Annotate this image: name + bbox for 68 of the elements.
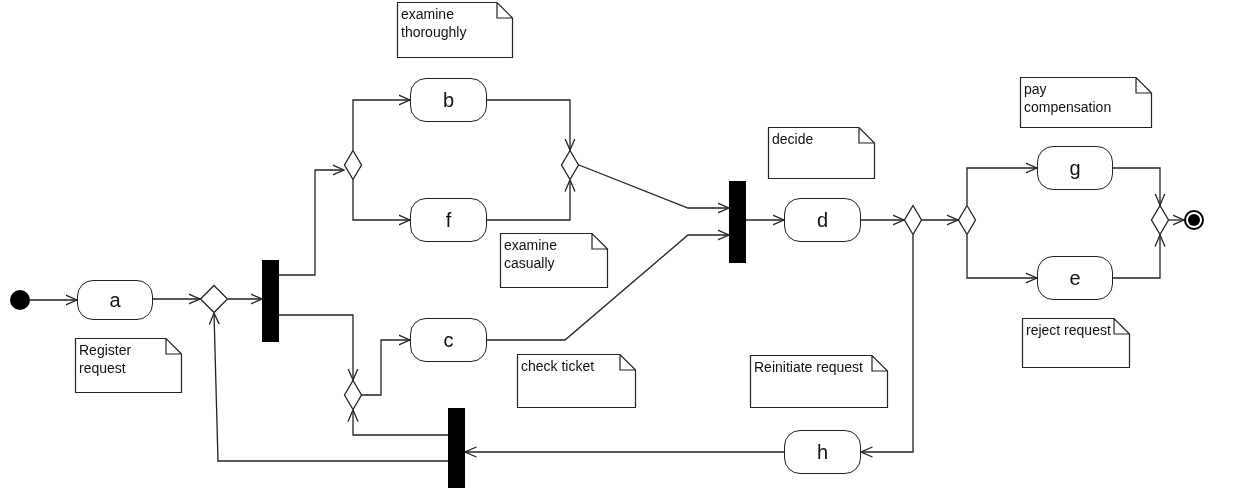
activity-box [410,318,487,362]
arrow [361,334,411,396]
fork-bar [729,181,746,263]
activity-label: e [1069,266,1081,291]
decision-diamond [200,285,228,313]
arrow [578,164,730,214]
note [517,354,636,408]
arrow [486,229,730,341]
arrow [921,214,959,226]
note [500,233,608,288]
note [1022,318,1130,368]
arrow [208,312,449,462]
fork-bar [262,260,279,342]
activity-box [1037,146,1113,190]
activity-box [784,198,861,242]
arrow [278,164,345,276]
note-text: examine casually [504,236,558,272]
arrow [486,99,576,151]
arrow [152,293,201,305]
activity-label: g [1069,156,1081,181]
activity-box [77,280,153,320]
note-text: Register request [79,341,133,377]
activity-label: f [445,208,452,233]
decision-diamond [344,380,362,410]
activity-box [784,430,861,474]
arrow [352,94,411,151]
start-node [10,290,30,310]
activity-box [1037,256,1113,300]
arrow [745,214,785,226]
decision-diamond [1151,205,1169,235]
note [397,2,513,58]
arrow [352,179,411,226]
end-node [1184,210,1204,230]
arrow [464,446,785,458]
arrow [486,179,576,221]
decision-diamond [344,150,362,180]
note-text: decide [772,130,815,148]
activity-label: d [816,208,829,233]
arrow [227,293,263,305]
decision-diamond [904,205,922,235]
decision-diamond [561,150,579,180]
arrow [278,314,359,381]
arrow [1112,234,1166,279]
note [75,338,182,393]
activity-label: b [442,88,455,113]
arrow [1168,214,1185,226]
arrow [966,234,1038,284]
arrow [1112,167,1166,206]
activity-box [410,78,487,122]
activity-box [410,198,487,242]
activity-label: a [109,288,121,313]
note-text: examine thoroughly [401,5,468,41]
arrow [860,234,914,458]
decision-diamond [958,205,976,235]
note-text: reject request [1026,321,1112,339]
note-text: pay compensation [1024,80,1113,116]
fork-bar [448,408,465,488]
note-text: check ticket [521,357,596,375]
note-text: Reinitiate request [754,358,864,376]
arrow [29,294,78,306]
note [1020,77,1152,128]
activity-label: h [816,440,829,465]
note [768,127,875,179]
arrow [966,162,1038,206]
note [750,355,888,408]
arrow [347,409,449,436]
activity-label: c [443,328,454,353]
arrow [860,214,905,226]
